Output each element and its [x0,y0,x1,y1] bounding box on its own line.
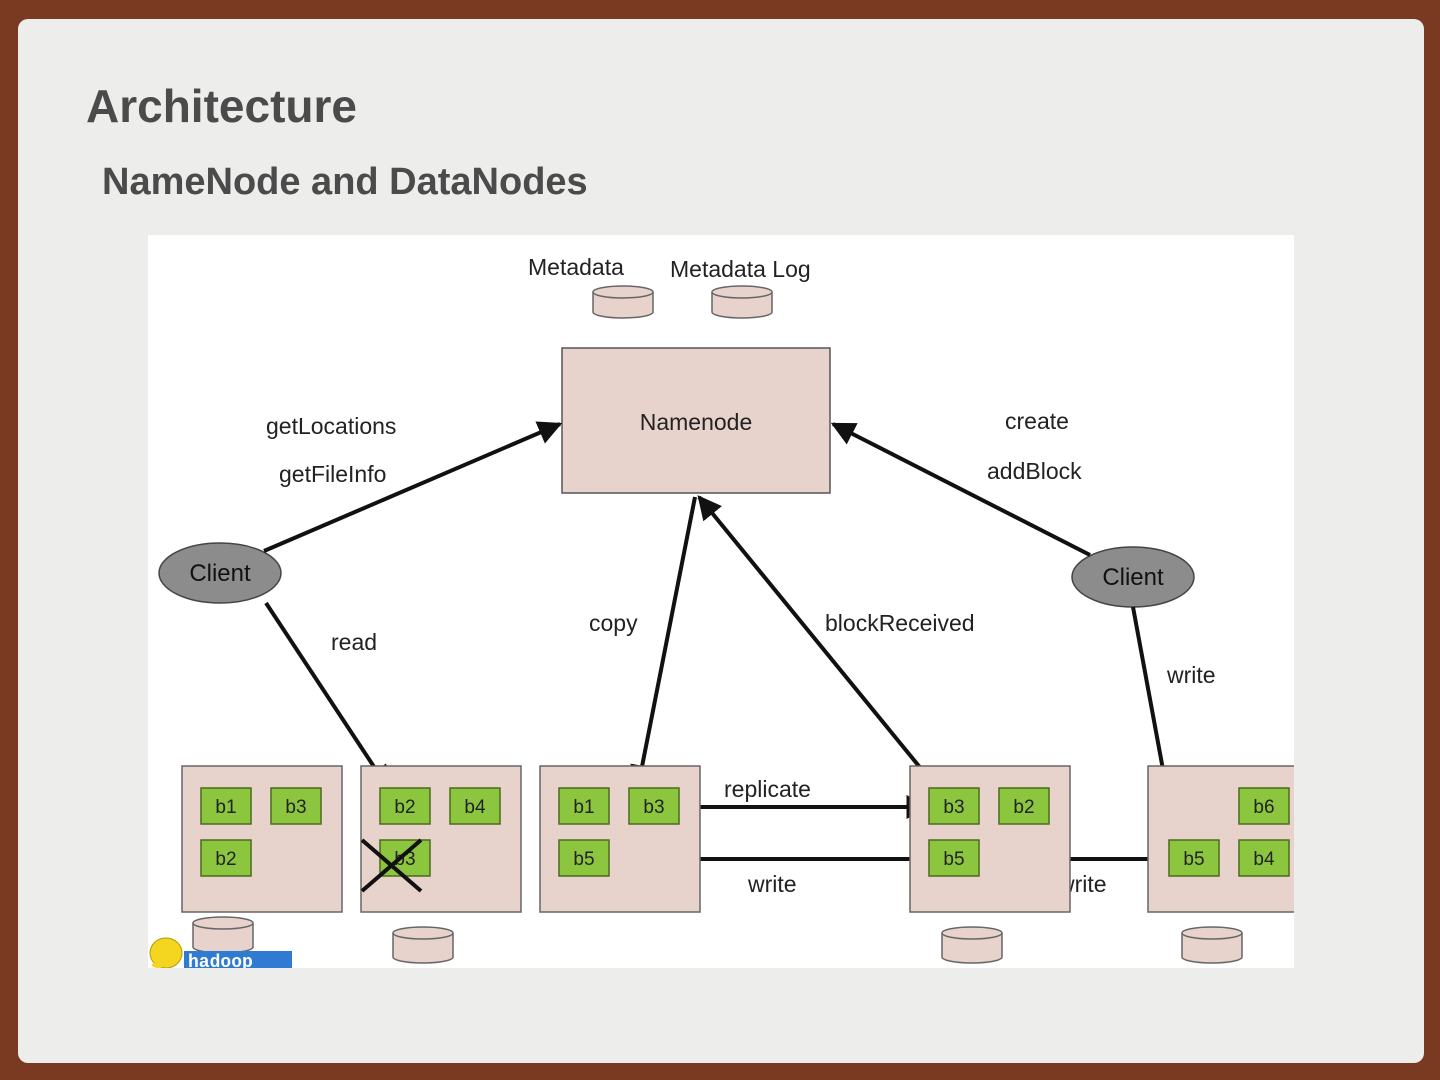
block-box [628,787,680,825]
block-label: b6 [1253,797,1274,818]
block-box [200,787,252,825]
client-left-label: Client [189,560,251,587]
client-left: Client [158,542,282,604]
client-right: Client [1071,546,1195,608]
block-box [270,787,322,825]
block-box [558,787,610,825]
block-label: b3 [643,797,664,818]
arrow-block-received [697,495,938,789]
disk-cylinder-icon [1181,926,1243,964]
disk-cylinder-icon [941,926,1003,964]
block-label: b4 [464,797,486,818]
disk-cylinder-icon [392,926,454,964]
arrow-get-locations [263,421,563,553]
datanode-disks-group [192,916,1243,964]
label-add-block: addBlock [987,458,1082,484]
block-box [928,839,980,877]
block-label: b3 [943,797,964,818]
client-right-label: Client [1102,564,1164,591]
block-label: b3 [394,849,415,870]
disk-cylinder-icon [192,916,254,954]
block-box [449,787,501,825]
label-read: read [331,629,377,655]
block-box [379,787,431,825]
block-label: b5 [943,849,964,870]
block-label: b1 [573,797,594,818]
metadata-log-label: Metadata Log [670,256,811,282]
block-box [1238,839,1290,877]
block-label: b4 [1253,849,1275,870]
block-box [928,787,980,825]
namenode-box [561,347,831,494]
hadoop-logo-text: hadoop [188,953,253,968]
block-box [998,787,1050,825]
label-write-pipeline-1: write [747,871,797,897]
block-box [1238,787,1290,825]
block-label: b2 [1013,797,1034,818]
block-box [200,839,252,877]
block-label: b5 [1183,849,1204,870]
hdfs-architecture-diagram: Metadata Metadata Log Namenode Client Cl… [148,235,1311,973]
namenode-label: Namenode [640,409,753,435]
label-replicate: replicate [724,776,811,802]
block-label: b2 [215,849,236,870]
hadoop-logo: hadoop [149,937,292,973]
block-label: b2 [394,797,415,818]
arrow-copy [630,496,697,790]
block-box [1168,839,1220,877]
block-label: b5 [573,849,594,870]
slide-title: Architecture [86,80,357,132]
label-get-file-info: getFileInfo [279,461,386,487]
diagram-canvas: Metadata Metadata Log Namenode Client Cl… [149,254,1311,973]
label-write-client: write [1166,662,1216,688]
slide-subtitle: NameNode and DataNodes [102,161,588,203]
arrow-read [264,601,390,791]
arrow-create [830,422,1091,557]
block-label: b1 [215,797,236,818]
metadata-label: Metadata [528,254,624,280]
block-label: b3 [285,797,306,818]
datanodes-group: b1 b3 b2 b2 b4 b3 b1 b3 b5 b3 b2 b5 b6 b5 b4 [181,765,1311,913]
label-create: create [1005,408,1069,434]
slide: Architecture NameNode and DataNodes Meta… [18,19,1424,1063]
metadata-log-cylinder-icon [711,285,773,319]
deleted-block-x-icon [360,838,423,893]
label-get-locations: getLocations [266,413,396,439]
label-copy: copy [589,610,638,636]
label-block-received: blockReceived [825,610,975,636]
metadata-cylinder-icon [592,285,654,319]
block-box [558,839,610,877]
